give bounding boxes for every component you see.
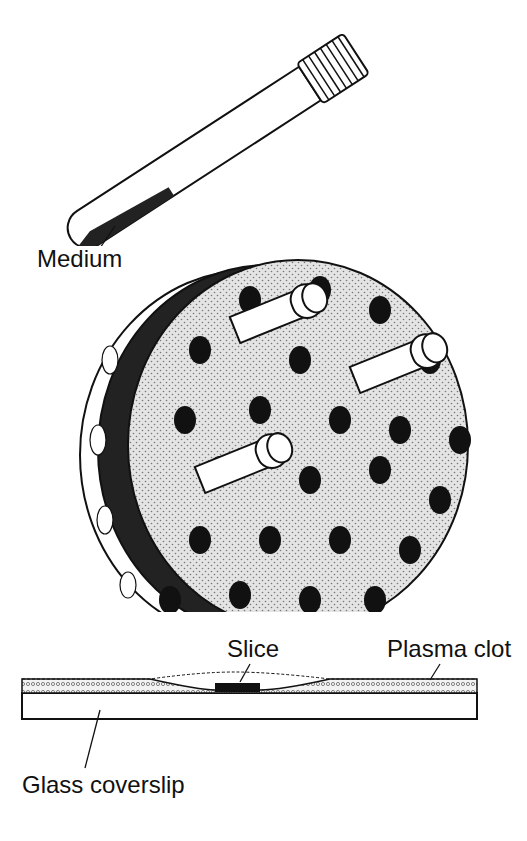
leader-line: [100, 226, 115, 248]
drum-hole: [369, 296, 391, 324]
drum-hole: [299, 586, 321, 612]
tube-cap: [297, 33, 369, 103]
drum-hole: [369, 456, 391, 484]
part-label: Plasma clot: [385, 636, 513, 662]
part-label: Slice: [225, 636, 281, 662]
drum-hole: [259, 526, 281, 554]
drum-hole: [449, 426, 471, 454]
drum-hole: [229, 581, 251, 609]
drum-hole: [399, 536, 421, 564]
drum-hole: [159, 586, 181, 612]
coverslip-section: [22, 664, 477, 768]
drum-hole: [189, 526, 211, 554]
drum-hole: [249, 396, 271, 424]
drum-hole: [289, 346, 311, 374]
part-label: Medium: [35, 246, 124, 272]
drum-tubes: [194, 278, 453, 496]
drum-hole: [389, 416, 411, 444]
slice: [215, 683, 260, 692]
drum-hole: [299, 466, 321, 494]
roller-drum: [80, 260, 471, 612]
drum-hole: [329, 406, 351, 434]
drum-hole: [329, 526, 351, 554]
drum-hole: [364, 586, 386, 612]
culture-tube: [58, 33, 369, 258]
drum-hole: [174, 406, 196, 434]
drum-hole: [429, 486, 451, 514]
drum-hole: [189, 336, 211, 364]
medium-fill: [76, 182, 174, 254]
part-label: Glass coverslip: [20, 772, 187, 798]
